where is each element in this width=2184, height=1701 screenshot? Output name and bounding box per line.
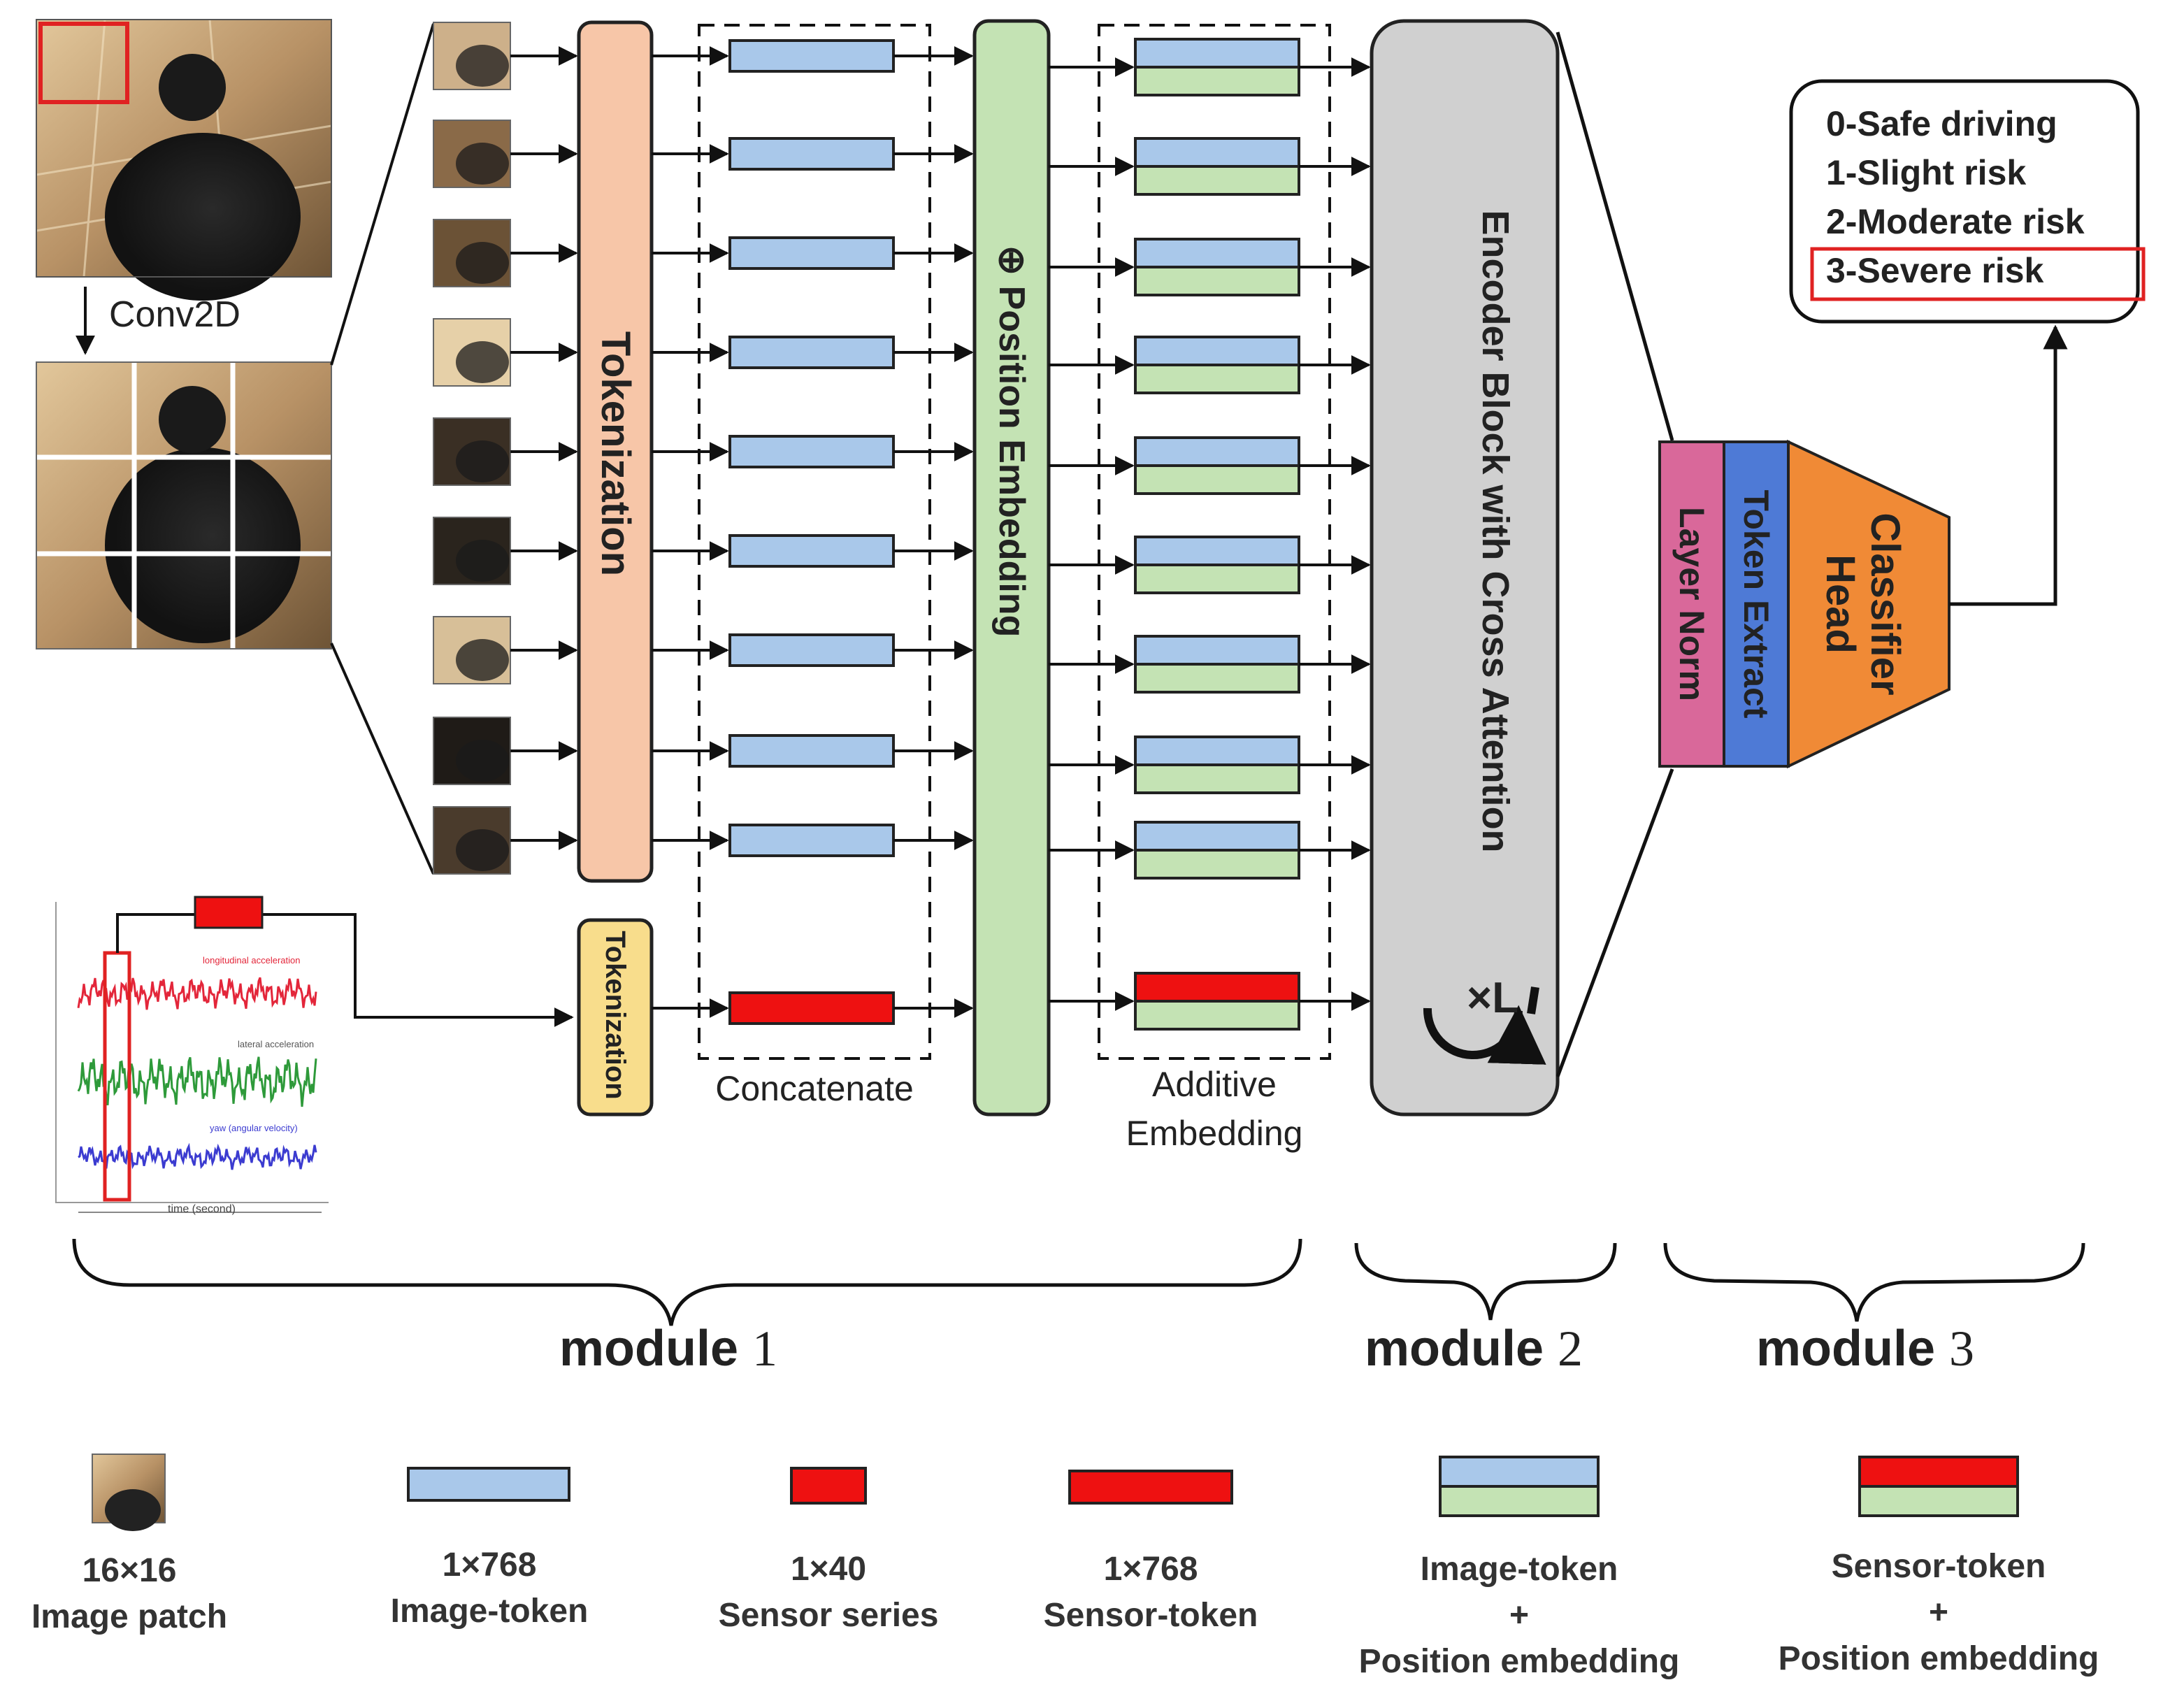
sensor-token — [728, 991, 895, 1025]
module-2-brace — [1354, 1242, 1617, 1321]
concat-tokens — [652, 39, 974, 1025]
patch-thumbnail — [433, 616, 511, 684]
input-driver-image — [36, 19, 332, 301]
conv2d-label: Conv2D — [109, 294, 240, 335]
image-token — [728, 236, 895, 270]
patch-thumbnail — [433, 219, 511, 287]
sensor-series-plot: longitudinal acceleration lateral accele… — [55, 902, 329, 1215]
sensor-window-token — [194, 896, 264, 929]
image-token-part — [1134, 536, 1300, 566]
image-token-part — [1134, 336, 1300, 366]
patch-thumbnail — [433, 517, 511, 585]
legend-sensor-series — [790, 1467, 867, 1505]
output-class: 2-Moderate risk — [1826, 202, 2085, 241]
patch-thumbnail — [433, 120, 511, 188]
image-token-part — [1134, 635, 1300, 666]
legend-sensor-token — [1068, 1470, 1233, 1505]
position-part — [1134, 364, 1300, 394]
position-part — [1134, 564, 1300, 594]
sensor-token-part — [1134, 972, 1300, 1003]
encoder-block — [1370, 19, 1560, 1117]
repeat-label: ×L — [1467, 974, 1519, 1022]
image-token — [728, 633, 895, 667]
legend-sensor-position — [1858, 1456, 2019, 1517]
image-token — [728, 336, 895, 369]
additive-tokens — [1049, 38, 1371, 1031]
repeat-icon — [1423, 986, 1546, 1065]
tokenization-label: Tokenization — [593, 331, 638, 577]
legend-image-token — [407, 1467, 570, 1502]
output-class: 1-Slight risk — [1826, 153, 2027, 192]
patch-thumbnail — [433, 806, 511, 875]
module-1-brace — [72, 1238, 1302, 1326]
sensor-tokenization-label: Tokenization — [600, 931, 631, 1100]
token-extract-block — [1723, 440, 1790, 768]
position-part — [1134, 165, 1300, 196]
additive-label-line2: Embedding — [1126, 1114, 1303, 1153]
legend-label: Sensor-token+Position embedding — [1778, 1548, 2099, 1677]
image-token — [728, 39, 895, 73]
position-part — [1134, 663, 1300, 694]
patch-thumbnail — [433, 22, 511, 90]
legend-image-position — [1439, 1456, 1600, 1517]
patch-thumbnail — [433, 717, 511, 785]
concatenate-box — [698, 24, 931, 1060]
patch-thumbnail — [433, 318, 511, 387]
output-class: 0-Safe driving — [1826, 104, 2057, 143]
classifier-head-block — [1787, 439, 1950, 769]
patch-grid-image — [36, 361, 332, 649]
image-token-part — [1134, 38, 1300, 69]
encoder-label: Encoder Block with Cross Attention — [1474, 210, 1516, 853]
plot-panel-label: lateral acceleration — [238, 1039, 314, 1049]
output-classes-box — [1789, 79, 2140, 324]
additive-embedding-box — [1098, 24, 1331, 1060]
plot-xlabel: time (second) — [168, 1203, 236, 1215]
plot-panel-label: yaw (angular velocity) — [210, 1123, 298, 1133]
layer-norm-block — [1658, 440, 1725, 768]
image-token — [728, 435, 895, 468]
position-part — [1134, 66, 1300, 96]
position-embedding-label: ⊕ Position Embedding — [991, 245, 1032, 638]
position-embedding-block — [972, 19, 1051, 1117]
output-class-selected: 3-Severe risk — [1826, 251, 2044, 290]
image-token-part — [1134, 238, 1300, 268]
position-part — [1134, 266, 1300, 296]
image-token — [728, 824, 895, 857]
patch-thumbnail — [433, 417, 511, 486]
module-1-label: module 1 — [559, 1321, 778, 1377]
module-2-label: module 2 — [1365, 1321, 1583, 1377]
classifier-label-line2: Head — [1818, 554, 1863, 654]
module-3-label: module 3 — [1756, 1321, 1975, 1377]
position-part — [1134, 464, 1300, 495]
image-token — [728, 534, 895, 568]
image-token — [728, 734, 895, 768]
image-token-part — [1134, 821, 1300, 852]
concatenate-label: Concatenate — [715, 1069, 914, 1108]
position-part — [1134, 849, 1300, 880]
image-token-part — [1134, 137, 1300, 168]
image-token-part — [1134, 735, 1300, 766]
additive-label-line1: Additive — [1152, 1065, 1277, 1104]
patch-highlight — [38, 22, 129, 104]
image-token — [728, 137, 895, 171]
plot-panel-label: longitudinal acceleration — [203, 955, 300, 966]
image-token-part — [1134, 436, 1300, 467]
legend-image-patch — [92, 1454, 166, 1531]
token-extract-label: Token Extract — [1737, 489, 1776, 719]
position-part — [1134, 763, 1300, 794]
module-3-brace — [1663, 1242, 2085, 1322]
legend-label: Image-token+Position embedding — [1358, 1551, 1680, 1680]
selected-class-highlight — [1810, 247, 2146, 301]
position-part — [1134, 1000, 1300, 1031]
layer-norm-label: Layer Norm — [1672, 507, 1711, 701]
image-patches — [433, 22, 578, 875]
sensor-tokenization-block — [577, 918, 654, 1117]
